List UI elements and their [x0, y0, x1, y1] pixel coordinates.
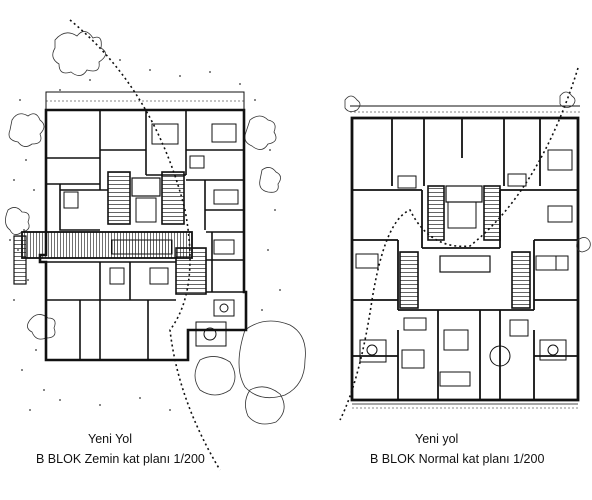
stair-core: [399, 251, 419, 309]
stair-core: [161, 171, 185, 225]
stair-core: [427, 185, 445, 241]
upper-unit-walls: [46, 110, 244, 231]
unit-walls: [352, 118, 578, 400]
right-road-label: Yeni yol: [415, 432, 459, 446]
stair-core: [483, 185, 501, 241]
plot-boundary-line: [339, 67, 579, 421]
stair-core: [511, 251, 531, 309]
furniture: [355, 149, 573, 387]
plot-boundary-line: [69, 19, 221, 471]
right-plan-caption: B BLOK Normal kat planı 1/200: [370, 452, 545, 466]
garden-vegetation: [5, 31, 306, 425]
left-plan-caption: B BLOK Zemin kat planı 1/200: [36, 452, 205, 466]
lower-unit-walls: [46, 231, 246, 360]
furniture: [63, 123, 239, 347]
ground-floor-plan: [5, 19, 306, 471]
stair-core: [107, 171, 131, 225]
left-road-label: Yeni Yol: [88, 432, 133, 446]
typical-floor-plan: [339, 67, 591, 421]
garden-vegetation: [344, 91, 591, 253]
stair-core: [175, 247, 207, 295]
garden-texture: [9, 59, 281, 411]
